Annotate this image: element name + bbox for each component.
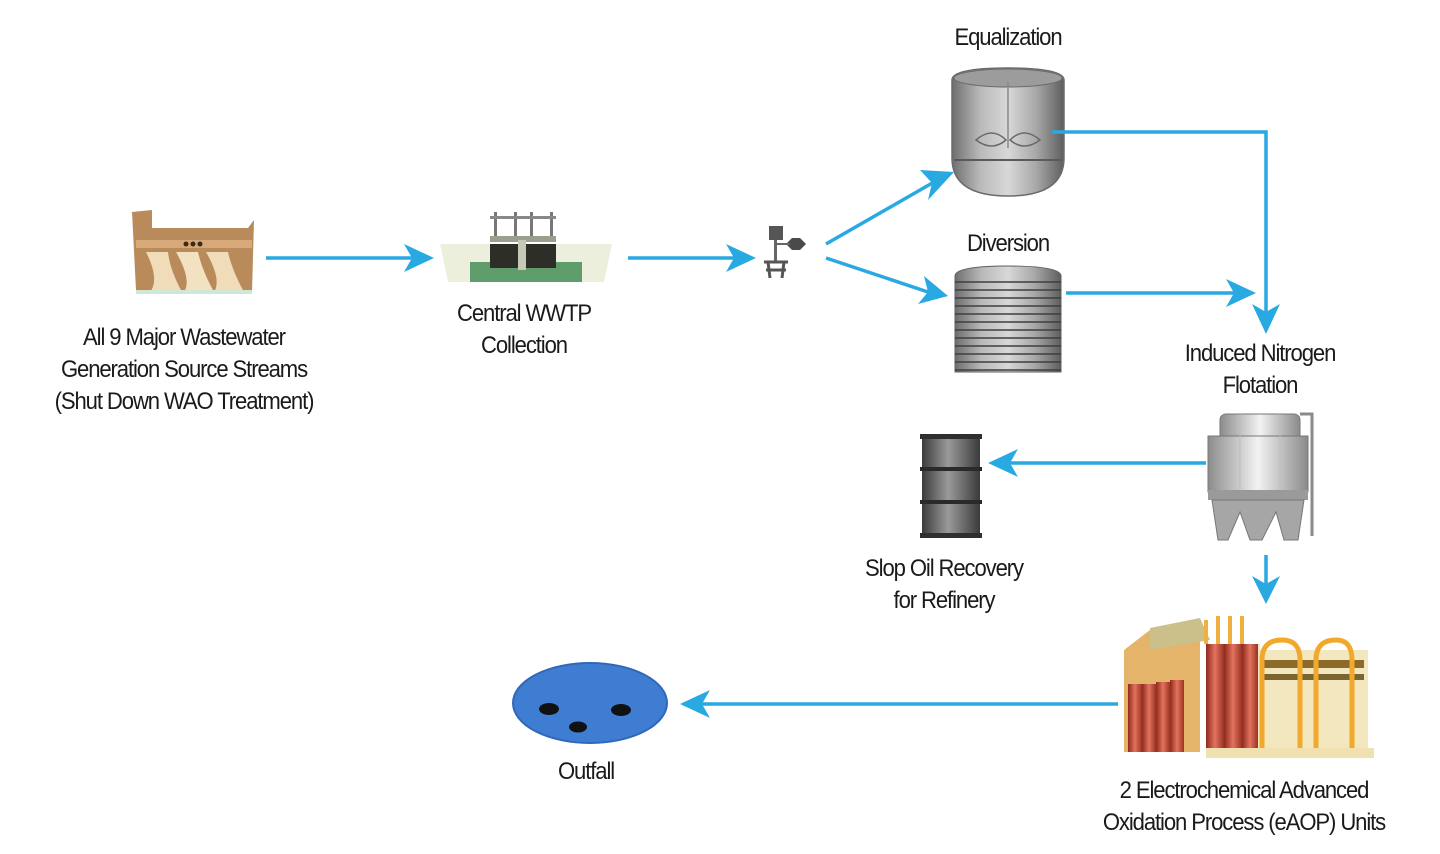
flotation-unit-icon [1207,412,1314,541]
arrow-valve-to-equalization [825,180,935,246]
outfall-pond-icon [512,662,668,744]
label-line: for Refinery [893,587,996,614]
diversion-tank-icon [954,265,1062,373]
label-slop-oil: Slop Oil Recovery for Refinery [843,553,1045,617]
label-outfall: Outfall [512,756,659,788]
label-line: Oxidation Process (eAOP) Units [1102,809,1386,836]
arrowhead-flotation-left [1226,279,1256,307]
oil-drum-icon [920,434,982,538]
arrowhead-eaop [1252,576,1280,604]
arrowhead-outfall [680,690,710,718]
label-line: 2 Electrochemical Advanced [1119,777,1370,804]
eaop-unit-icon [1124,616,1374,758]
label-line: Central WWTP [457,300,592,327]
arrow-equalization-to-flotation [1052,130,1268,316]
arrow-valve-to-diversion [825,256,929,294]
label-line: Slop Oil Recovery [865,555,1024,582]
arrowhead-equalization [920,170,954,200]
label-flotation: Induced Nitrogen Flotation [1159,338,1361,402]
flow-arrows [266,130,1268,706]
wastewater-source-icon [132,210,254,294]
arrowhead-flotation-top [1252,304,1280,334]
diverter-valve-icon [764,226,806,279]
arrowhead-slop-oil [988,449,1018,477]
wwtp-collection-icon [440,212,612,282]
label-line: Generation Source Streams [60,356,308,383]
label-line: Collection [481,332,568,359]
label-equalization: Equalization [916,22,1100,54]
arrowhead-valve [726,244,756,272]
arrowhead-diversion [918,276,948,304]
label-line: Induced Nitrogen [1184,340,1337,367]
equalization-tank-icon [951,67,1065,197]
label-line: Outfall [557,758,615,785]
arrowhead-collection [404,244,434,272]
label-collection: Central WWTP Collection [432,298,616,362]
label-line: All 9 Major Wastewater [83,324,286,351]
label-diversion: Diversion [916,228,1100,260]
label-eaop: 2 Electrochemical Advanced Oxidation Pro… [1097,775,1391,839]
label-source: All 9 Major Wastewater Generation Source… [46,322,322,418]
label-line: Flotation [1222,372,1299,399]
label-line: (Shut Down WAO Treatment) [54,388,315,415]
arrowheads [404,170,1280,718]
label-line: Diversion [966,230,1050,257]
label-line: Equalization [954,24,1062,51]
